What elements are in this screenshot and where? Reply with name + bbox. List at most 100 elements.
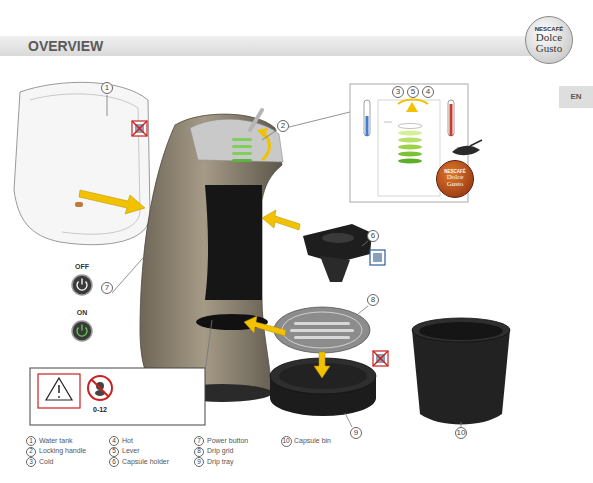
dishwasher-safe-icon (373, 253, 382, 262)
callout-number: 3 (392, 86, 404, 98)
capsule-holder (322, 233, 354, 243)
leader-line (285, 112, 350, 128)
capsule-bin (412, 330, 510, 425)
indicator-inset (398, 131, 422, 136)
state-label: OFF (75, 263, 89, 271)
insert-arrow (244, 316, 286, 336)
warning-box (38, 374, 80, 408)
key-number: 9 (194, 457, 204, 467)
warning-box (30, 368, 205, 425)
node-text: 10 (457, 429, 466, 437)
capsule-bin (412, 318, 510, 425)
key-number: 1 (26, 436, 36, 446)
part-name: Cold (39, 458, 53, 466)
leader-line (358, 306, 368, 314)
water-tank (14, 82, 150, 244)
key-number: 5 (109, 447, 119, 457)
leader-line (205, 320, 212, 372)
insert-arrow (262, 210, 300, 230)
dishwasher-safe-icon (370, 250, 385, 265)
leader-line (358, 306, 368, 314)
indicator-inset (366, 116, 369, 136)
node-text: 3 (396, 88, 400, 96)
lever (250, 110, 262, 130)
leader-line (107, 95, 108, 116)
page-title: OVERVIEW (28, 37, 103, 55)
indicator-inset (350, 84, 468, 202)
leader-line (285, 112, 350, 128)
machine-body (140, 114, 282, 398)
part-name: Power button (207, 437, 248, 445)
indicator-inset (398, 124, 422, 129)
machine-body (190, 119, 283, 162)
leader-line (262, 130, 277, 140)
header-bar (0, 36, 532, 56)
node-text: 2 (29, 448, 33, 455)
no-dishwasher-icon (132, 121, 147, 136)
no-dishwasher-icon (373, 351, 388, 366)
node-text: 3 (29, 459, 33, 466)
age-label: 0-12 (93, 406, 107, 414)
part-name: Water tank (39, 437, 73, 445)
callout-number: 8 (367, 294, 379, 306)
drip-grid (282, 312, 362, 348)
key-number: 10 (281, 436, 292, 447)
indicator-inset (364, 100, 370, 136)
indicator-inset (378, 100, 440, 196)
part-name: Drip grid (207, 447, 233, 455)
node-text: 1 (29, 438, 33, 445)
rotate-arrow (257, 128, 268, 138)
node-text: 2 (281, 122, 285, 130)
warning-box (30, 368, 205, 425)
key-number: 3 (26, 457, 36, 467)
insert-arrow (244, 316, 286, 336)
node-text: 5 (411, 88, 415, 96)
leader-line (112, 250, 150, 293)
machine-body (232, 138, 252, 141)
node-text: 9 (197, 459, 201, 466)
machine-body (205, 185, 262, 300)
lever (250, 110, 262, 130)
node-subtext: Dolce Gusto (443, 174, 467, 188)
indicator-inset (398, 138, 422, 143)
node-text: 9 (354, 429, 358, 437)
indicator-inset (398, 145, 422, 150)
indicator-inset (406, 102, 418, 112)
machine-body (232, 152, 252, 155)
node-text: 5 (112, 448, 116, 455)
callout-number: 6 (367, 230, 379, 242)
part-name: Hot (122, 437, 133, 445)
leader-line (205, 320, 212, 372)
warning-box (58, 396, 60, 398)
capsule-holder (320, 256, 350, 282)
dishwasher-safe-icon (370, 250, 385, 265)
drip-grid (274, 307, 370, 353)
callout-number: 7 (101, 282, 113, 294)
no-dishwasher-icon (132, 121, 147, 136)
drip-grid (294, 322, 350, 325)
callout-number: 1 (101, 82, 113, 94)
leader-line (107, 95, 108, 116)
power-on-button (72, 321, 92, 341)
node-text: 7 (197, 438, 201, 445)
down-arrow (314, 352, 330, 378)
no-dishwasher-icon (373, 351, 388, 366)
capsule-bin (419, 322, 503, 340)
part-name: Lever (122, 447, 140, 455)
drip-grid (290, 329, 354, 332)
warning-box (92, 380, 109, 397)
no-dishwasher-icon (373, 351, 388, 366)
down-arrow (314, 352, 330, 378)
eye-icon (452, 140, 482, 155)
indicator-inset (448, 100, 454, 136)
machine-body (140, 114, 283, 402)
drip-grid (274, 307, 370, 353)
indicator-inset (350, 84, 468, 202)
power-on-button (81, 325, 82, 331)
header-bar (0, 36, 532, 56)
warning-box (46, 378, 72, 400)
part-name: Capsule holder (122, 458, 169, 466)
node-text: 4 (426, 88, 430, 96)
part-name: Capsule bin (294, 437, 331, 445)
